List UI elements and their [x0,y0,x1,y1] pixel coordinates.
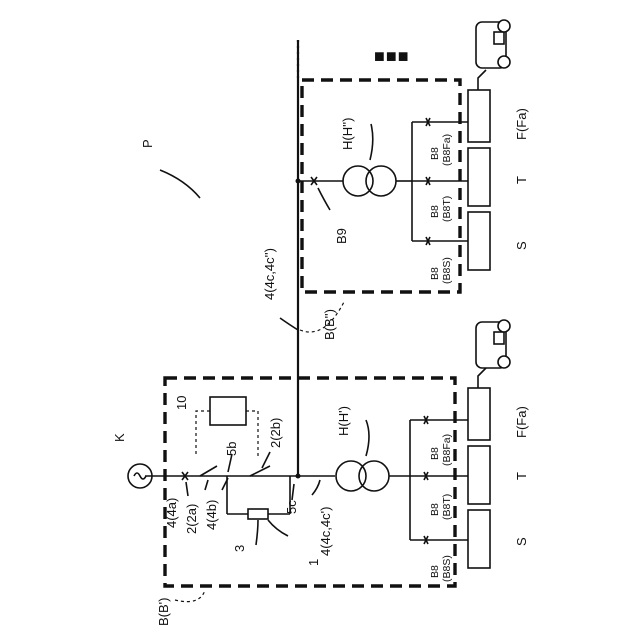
upper-load-t [468,148,490,206]
label-b8-t-lower: B8 [429,503,441,516]
label-b8t-upper: (B8T) [441,196,453,222]
transformer-upper-secondary [366,166,396,196]
label-3: 3 [232,545,247,552]
controller-10 [210,397,246,425]
lower-load-f [468,388,490,440]
ac-wave-icon [134,473,146,479]
label-h1: H(H') [336,406,351,436]
label-t-lower: T [514,472,529,480]
leader-unit-1 [268,520,288,536]
label-b8fa-lower: (B8Fa) [441,434,453,466]
leader-4c1 [312,480,320,495]
leader-5c [292,484,294,500]
building-box-upper [302,80,460,292]
label-h2: H(H'') [340,118,355,150]
lower-load-t [468,446,490,504]
label-group: P K 4(4a) 2(2a) 4(4b) 5b 2(2b) 10 5c 3 1… [112,108,529,626]
leader-h1 [366,420,369,456]
junction-upper [296,179,301,184]
leader-b9 [318,188,330,210]
upper-load-f [468,90,490,142]
label-b8fa-upper: (B8Fa) [441,134,453,166]
label-b8t-lower: (B8T) [441,494,453,520]
b8-label-group: B8 (B8Fa) B8 (B8T) B8 (B8S) B8 (B8Fa) B8… [429,134,453,582]
leader-4a [186,482,188,496]
label-5b: 5b [224,442,239,456]
transformer-upper-primary [343,166,373,196]
switch-2b [250,466,270,476]
label-4b: 4(4b) [204,500,219,530]
label-4c2: 4(4c,4c'') [262,248,277,300]
leader-b1 [175,590,205,602]
transformer-lower-secondary [359,461,389,491]
label-b8s-upper: (B8S) [441,257,453,284]
lower-load-s [468,510,490,568]
junction-5c [296,474,301,479]
label-4c1: 4(4c,4c') [318,507,333,556]
upper-car-icon [476,20,510,90]
label-1: 1 [306,559,321,566]
label-5c: 5c [284,500,299,514]
label-b8-fa-upper: B8 [429,147,441,160]
label-2a: 2(2a) [184,504,199,534]
label-10: 10 [174,396,189,410]
label-f-upper: F(Fa) [514,108,529,140]
switch-2a [200,466,217,476]
lower-car-icon [476,320,510,388]
label-b1: B(B') [156,598,171,626]
leader-p [160,170,200,198]
label-f-lower: F(Fa) [514,406,529,438]
building-box-lower [165,378,455,586]
label-b8-s-lower: B8 [429,565,441,578]
label-p: P [140,139,155,148]
leader-resistor-3 [256,520,258,545]
label-2b: 2(2b) [268,418,283,448]
label-b8s-lower: (B8S) [441,555,453,582]
resistor-3 [248,509,268,519]
label-k: K [112,433,127,442]
leader-2a [205,480,208,490]
label-b8-t-upper: B8 [429,205,441,218]
leader-h2 [370,124,373,160]
label-s-upper: S [514,241,529,250]
label-b2: B(B'') [322,309,337,340]
leader-4c2 [280,318,298,330]
upper-load-s [468,212,490,270]
label-b8-s-upper: B8 [429,267,441,280]
control-line-2b [246,411,258,456]
label-s-lower: S [514,537,529,546]
label-b8-fa-lower: B8 [429,447,441,460]
continuation-marks: ■■■ [374,46,410,66]
label-t-upper: T [514,176,529,184]
leader-2b [262,452,270,468]
label-4a: 4(4a) [164,498,179,528]
label-b9: B9 [334,228,349,244]
control-line-2a [196,411,210,456]
transformer-lower-primary [336,461,366,491]
